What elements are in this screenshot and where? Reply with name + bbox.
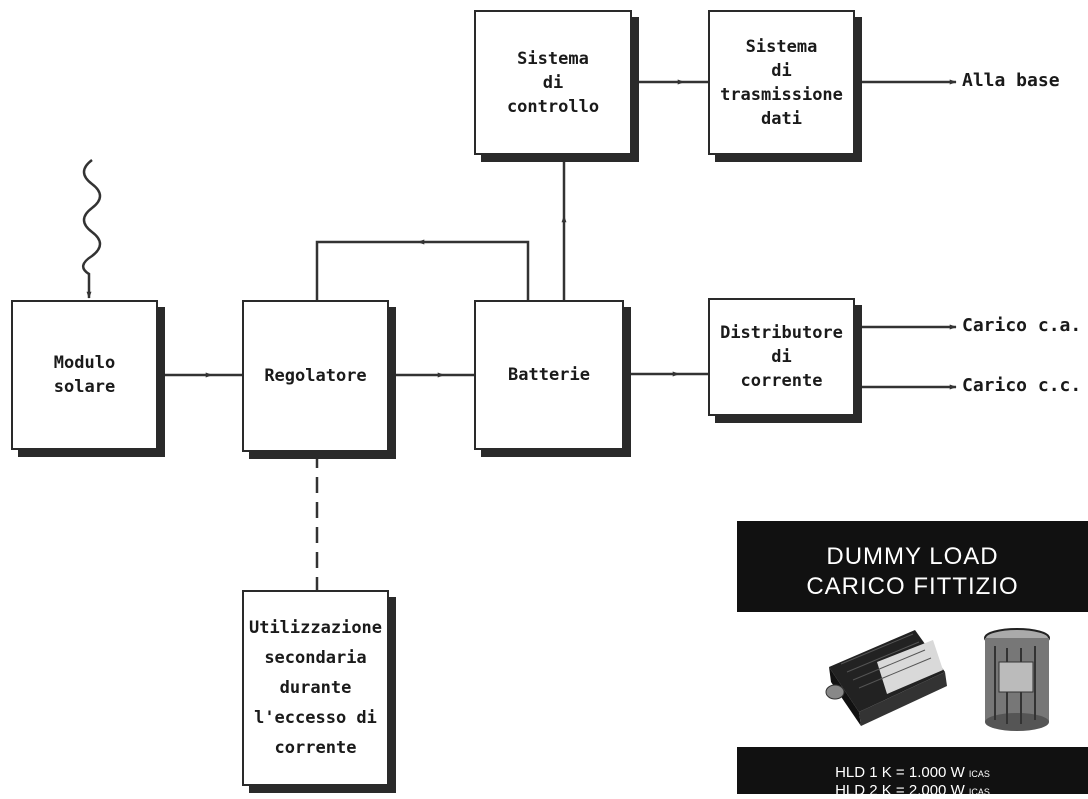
ad-spec-2-text: HLD 2 K = 2.000 W <box>835 782 965 799</box>
ad-spec-1: HLD 1 K = 1.000 W ICAS <box>737 764 1088 781</box>
block-distributore: Distributore di corrente <box>708 298 855 416</box>
block-batterie: Batterie <box>474 300 624 450</box>
ad-spec-2: HLD 2 K = 2.000 W ICAS <box>737 782 1088 799</box>
block-modulo-solare: Modulo solare <box>11 300 158 450</box>
output-carico-ca: Carico c.a. <box>962 315 1082 336</box>
ad-title-line1: DUMMY LOAD <box>826 543 999 570</box>
block-sistema-trasmissione: Sistema di trasmissione dati <box>708 10 855 155</box>
block-utilizzazione: Utilizzazione secondaria durante l'ecces… <box>242 590 389 786</box>
ad-product-image <box>737 612 1088 747</box>
ad-spec-1-text: HLD 1 K = 1.000 W <box>835 764 965 781</box>
sistema-trasmissione-label: Sistema di trasmissione dati <box>720 36 843 129</box>
ad-spec-1-tag: ICAS <box>968 769 990 779</box>
modulo-solare-label: Modulo solare <box>53 353 116 397</box>
distributore-label: Distributore di corrente <box>720 323 843 391</box>
dummy-load-ad: DUMMY LOAD CARICO FITTIZIO HLD 1 K = 1.0… <box>737 521 1088 799</box>
regolatore-label: Regolatore <box>264 366 367 386</box>
block-regolatore: Regolatore <box>242 300 389 452</box>
ad-title-line2: CARICO FITTIZIO <box>806 573 1019 600</box>
sistema-controllo-label: Sistema di controllo <box>506 48 600 117</box>
batterie-label: Batterie <box>508 365 590 385</box>
sun-rays-wave <box>82 159 102 299</box>
output-carico-cc: Carico c.c. <box>962 375 1082 396</box>
feedback-batterie-regolatore <box>417 239 530 300</box>
ad-spec-2-tag: ICAS <box>968 787 990 797</box>
block-sistema-controllo: Sistema di controllo <box>474 10 632 155</box>
dummy-load-products-illustration <box>825 628 1050 731</box>
utilizzazione-label: Utilizzazione secondaria durante l'ecces… <box>248 618 383 758</box>
output-alla-base: Alla base <box>962 70 1060 91</box>
